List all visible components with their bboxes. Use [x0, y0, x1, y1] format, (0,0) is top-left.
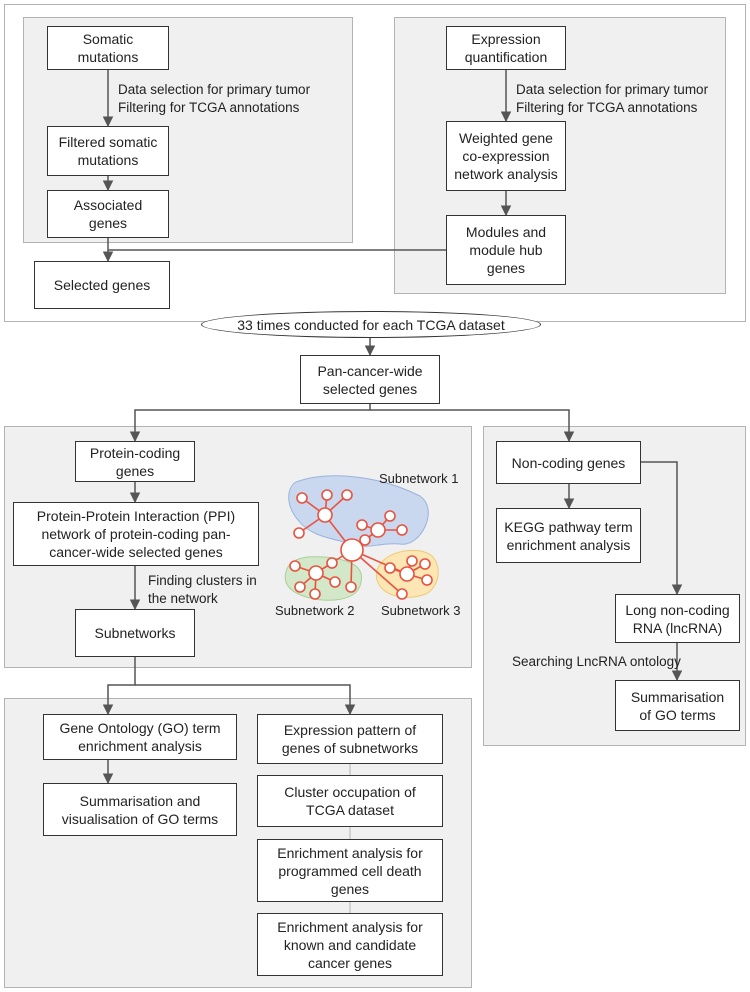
- node: [399, 566, 415, 582]
- node: [396, 588, 408, 600]
- protein-coding-box: Protein-coding genes: [75, 441, 195, 482]
- cell-death-box: Enrichment analysis for programmed cell …: [257, 839, 443, 902]
- node: [384, 510, 396, 522]
- associated-genes-box: Associated genes: [47, 190, 169, 238]
- subnetworks-box: Subnetworks: [75, 609, 195, 657]
- node: [317, 507, 333, 523]
- node: [345, 581, 357, 593]
- go-summarisation-noncoding-box: Summarisation of GO terms: [615, 680, 740, 731]
- node: [326, 557, 338, 569]
- node: [406, 555, 418, 567]
- cancer-genes-box: Enrichment analysis for known and candid…: [257, 913, 443, 976]
- tcga-iteration-oval: 33 times conducted for each TCGA dataset: [201, 311, 541, 338]
- kegg-box: KEGG pathway term enrichment analysis: [496, 508, 641, 563]
- node: [321, 489, 333, 501]
- lncrna-box: Long non-coding RNA (lncRNA): [615, 594, 740, 643]
- node: [296, 492, 308, 504]
- node: [359, 534, 371, 546]
- lncrna-search-label: Searching LncRNA ontology: [512, 654, 681, 669]
- pan-cancer-box: Pan-cancer-wide selected genes: [300, 355, 440, 404]
- expression-filter-label: Data selection for primary tumor Filteri…: [516, 82, 709, 115]
- filtered-somatic-box: Filtered somatic mutations: [47, 126, 169, 176]
- arrow-subnetworks-to-go: [102, 657, 136, 716]
- subnetwork-3-label: Subnetwork 3: [381, 603, 461, 618]
- cluster-occupation-box: Cluster occupation of TCGA dataset: [257, 775, 443, 827]
- node: [419, 558, 431, 570]
- node: [341, 489, 353, 501]
- ppi-network-box: Protein-Protein Interaction (PPI) networ…: [13, 502, 259, 566]
- ppi-network-illustration: [284, 475, 439, 601]
- node: [309, 588, 321, 600]
- node: [289, 560, 301, 572]
- network-nodes: [289, 489, 433, 600]
- wgcna-box: Weighted gene co-expression network anal…: [446, 121, 566, 191]
- node: [329, 576, 341, 588]
- node: [308, 565, 324, 581]
- subnetwork-2-label: Subnetwork 2: [275, 603, 355, 618]
- node: [421, 574, 433, 586]
- somatic-mutations-box: Somatic mutations: [47, 26, 169, 70]
- selected-genes-box: Selected genes: [34, 261, 170, 309]
- node: [396, 524, 408, 536]
- node: [356, 519, 368, 531]
- node: [370, 522, 386, 538]
- subnetwork-1-label: Subnetwork 1: [379, 471, 459, 486]
- clusters-label: Finding clusters in the network: [148, 573, 257, 606]
- arrow-pancancer-to-coding: [129, 404, 371, 443]
- go-enrichment-box: Gene Ontology (GO) term enrichment analy…: [43, 714, 237, 760]
- arrow-pancancer-to-noncoding: [370, 409, 575, 443]
- go-summarisation-box: Summarisation and visualisation of GO te…: [43, 783, 237, 836]
- somatic-filter-label: Data selection for primary tumor Filteri…: [118, 82, 311, 115]
- node: [293, 527, 305, 539]
- hub-node: [340, 538, 364, 562]
- expression-pattern-box: Expression pattern of genes of subnetwor…: [257, 714, 443, 764]
- arrow-noncoding-to-lncrna: [641, 461, 683, 596]
- modules-box: Modules and module hub genes: [446, 215, 566, 285]
- node: [294, 581, 306, 593]
- node: [384, 562, 396, 574]
- expression-quantification-box: Expression quantification: [446, 26, 566, 70]
- arrow-subnetworks-to-expression-pattern: [135, 684, 356, 716]
- noncoding-genes-box: Non-coding genes: [496, 441, 641, 484]
